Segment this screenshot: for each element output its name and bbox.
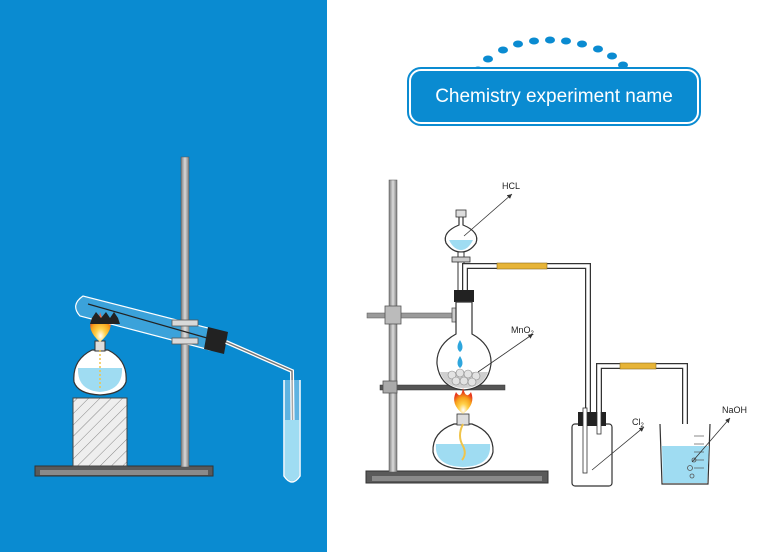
round-bottom-flask bbox=[436, 301, 492, 391]
cl2-pointer bbox=[591, 426, 645, 471]
test-tube-clamp bbox=[171, 319, 199, 345]
diagram-title: Chemistry experiment name bbox=[435, 85, 673, 107]
beaker bbox=[659, 423, 711, 485]
cl2-label: Cl2 bbox=[632, 417, 645, 429]
mno2-pointer bbox=[477, 333, 534, 373]
test-tube-inclined bbox=[75, 295, 228, 354]
iron-ring-plate bbox=[379, 380, 506, 394]
right-alcohol-lamp bbox=[432, 413, 494, 470]
retort-stand-rod bbox=[180, 156, 190, 468]
gas-wash-bottle bbox=[571, 407, 613, 487]
mno2-label: MnO2 bbox=[511, 325, 535, 337]
lamp-flame bbox=[90, 312, 111, 342]
blue-background bbox=[0, 0, 327, 552]
dotted-arc bbox=[473, 36, 628, 74]
naoh-label: NaOH bbox=[722, 405, 747, 415]
rubber-connector-1 bbox=[496, 262, 548, 270]
right-lamp-flame bbox=[454, 388, 473, 414]
support-block bbox=[72, 397, 128, 467]
hcl-pointer bbox=[463, 193, 513, 237]
right-stand-rod bbox=[388, 179, 398, 473]
separatory-funnel bbox=[444, 209, 478, 293]
naoh-pointer bbox=[691, 417, 731, 463]
left-panel-solid-heating bbox=[0, 0, 327, 552]
hcl-label: HCL bbox=[502, 181, 520, 191]
title-box: Chemistry experiment name bbox=[407, 67, 701, 126]
right-stand-base bbox=[365, 470, 549, 484]
alcohol-lamp bbox=[73, 340, 127, 396]
flask-stopper bbox=[454, 290, 474, 302]
rubber-connector-2 bbox=[619, 362, 657, 370]
receiving-test-tube bbox=[283, 380, 301, 483]
